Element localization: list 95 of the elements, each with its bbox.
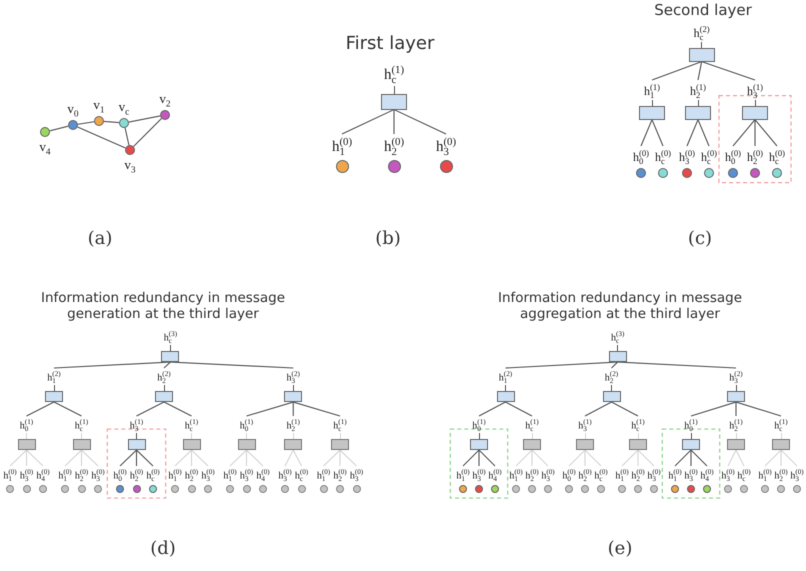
connector-line [246, 450, 264, 466]
connector-line [128, 115, 160, 123]
connector-line [754, 119, 778, 146]
connector-line [690, 450, 708, 466]
connector-line [516, 450, 532, 466]
connector-line [754, 120, 756, 146]
connector-line [340, 450, 357, 466]
connector-line [584, 450, 586, 466]
connector-line [735, 402, 737, 416]
connector-line [80, 450, 82, 466]
panel-label: (b) [374, 228, 402, 250]
panel-label: (d) [149, 538, 177, 560]
connector-line [780, 450, 782, 466]
connector-line [478, 450, 480, 466]
node-label: v$_{2}$ [159, 90, 171, 110]
connector-line [292, 450, 302, 466]
connector-line [104, 120, 120, 124]
connector-line [462, 450, 480, 466]
connector-line [674, 450, 692, 466]
connector-line [190, 450, 192, 466]
node-label: v$_{0}$ [67, 100, 79, 120]
connector-line [124, 128, 130, 146]
connector-line [611, 362, 618, 368]
connector-line [78, 121, 94, 125]
connector-line [652, 119, 664, 146]
connector-line [323, 450, 340, 466]
connector-line [133, 118, 162, 147]
connector-line [638, 450, 654, 466]
connector-line [284, 450, 294, 466]
connector-line [54, 362, 170, 369]
connector-line [164, 362, 171, 368]
panel-title: Information redundancy in message aggregation at the third layer [496, 290, 744, 322]
connector-line [736, 402, 782, 417]
connector-line [584, 402, 612, 416]
connector-line [736, 450, 744, 466]
panel-title: Information redundancy in message generation at the third layer [40, 290, 286, 322]
connector-line [120, 450, 137, 466]
node-label: v$_{c}$ [118, 98, 130, 118]
connector-line [77, 126, 126, 148]
connector-line [698, 119, 710, 146]
connector-line [164, 402, 192, 416]
connector-line [531, 450, 533, 466]
connector-line [505, 402, 532, 416]
connector-line [652, 61, 702, 81]
connector-line [393, 110, 395, 134]
connector-line [478, 402, 506, 416]
connector-line [764, 450, 782, 466]
connector-line [293, 402, 340, 417]
panel-label: (e) [606, 538, 634, 560]
connector-line [191, 450, 208, 466]
connector-line [568, 450, 586, 466]
connector-line [230, 450, 247, 466]
connector-line [732, 119, 756, 146]
connector-line [640, 119, 652, 146]
panel-title: First layer [344, 33, 436, 55]
connector-line [50, 126, 68, 132]
connector-line [618, 362, 736, 369]
connector-line [505, 362, 618, 369]
connector-line [81, 450, 98, 466]
connector-line [686, 119, 698, 146]
connector-line [54, 402, 82, 416]
panel-label: (c) [686, 228, 714, 250]
connector-line [26, 450, 44, 466]
connector-line [136, 402, 164, 416]
connector-line [136, 450, 138, 466]
connector-line [584, 450, 602, 466]
connector-line [246, 402, 294, 417]
connector-line [10, 450, 27, 466]
connector-line [532, 450, 548, 466]
panel-label: (a) [86, 228, 114, 250]
connector-line [701, 61, 756, 81]
connector-line [780, 450, 798, 466]
connector-line [26, 402, 54, 416]
connector-line [342, 109, 394, 134]
connector-line [697, 62, 702, 80]
connector-line [611, 402, 638, 416]
connector-line [728, 450, 736, 466]
connector-line [690, 402, 736, 417]
node-label: v$_{1}$ [93, 96, 105, 116]
connector-line [478, 450, 496, 466]
node-label: v$_{4}$ [39, 138, 51, 158]
connector-line [136, 450, 154, 466]
connector-line [690, 450, 692, 466]
panel-title: Second layer [653, 1, 753, 19]
connector-line [339, 450, 341, 466]
connector-line [64, 450, 82, 466]
connector-line [26, 450, 28, 466]
connector-line [637, 450, 639, 466]
connector-line [246, 450, 248, 466]
connector-line [622, 450, 638, 466]
connector-line [170, 362, 294, 369]
connector-line [292, 402, 294, 416]
connector-line [174, 450, 192, 466]
node-label: v$_{3}$ [124, 156, 136, 176]
connector-line [394, 109, 446, 134]
